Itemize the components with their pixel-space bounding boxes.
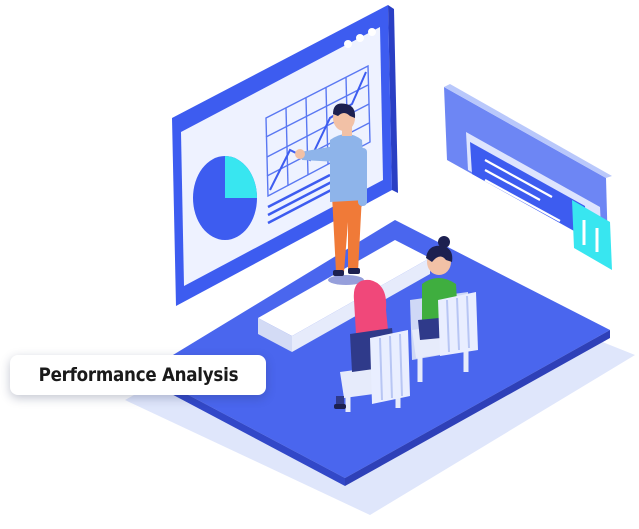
chair-left-back xyxy=(370,330,410,404)
pause-icon[interactable] xyxy=(572,200,612,270)
stage-top xyxy=(258,240,430,336)
pie-highlight-slice xyxy=(225,156,257,198)
presenter xyxy=(295,103,367,285)
screen-frame-side xyxy=(388,5,398,193)
stage-side xyxy=(258,318,292,352)
presenter-shirt xyxy=(330,134,366,202)
presenter-pants xyxy=(332,195,362,272)
chair-right-back xyxy=(438,292,478,356)
attendee-pink-hair xyxy=(353,279,388,334)
line-chart-trend xyxy=(269,71,367,191)
panel-card xyxy=(470,142,587,238)
presenter-hair xyxy=(333,103,356,118)
caption-label: Performance Analysis xyxy=(10,355,266,395)
three-dots-icon[interactable] xyxy=(344,28,376,48)
presentation-screen xyxy=(172,5,398,306)
floor-edge xyxy=(145,372,345,486)
caption-text: Performance Analysis xyxy=(38,364,238,386)
pie-chart xyxy=(193,156,257,240)
floating-panel xyxy=(444,84,612,270)
presenter-arm xyxy=(300,146,338,162)
floor-edge-right xyxy=(345,330,610,486)
